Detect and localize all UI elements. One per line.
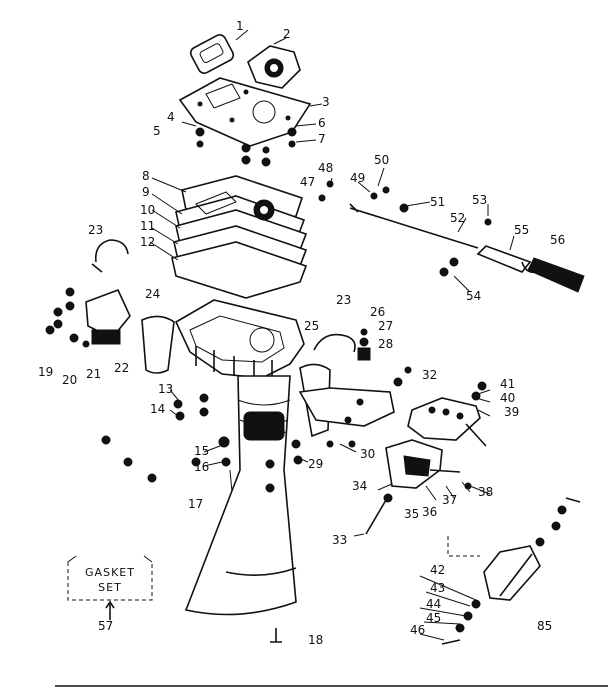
part-label: 44 xyxy=(426,597,441,611)
part-label: 41 xyxy=(500,377,515,391)
fastener-set-upper xyxy=(195,127,297,167)
part-label: 40 xyxy=(500,391,515,405)
part-label: 16 xyxy=(194,460,209,474)
gasket-set-box: GASKET SET xyxy=(67,555,153,620)
bracket-39 xyxy=(407,381,487,447)
part-label: 51 xyxy=(430,195,445,209)
part-label: 8 xyxy=(142,169,150,183)
part-label: 18 xyxy=(308,633,323,647)
part-label: 55 xyxy=(514,223,529,237)
cylinder-seal-24 xyxy=(141,315,175,374)
screw-top-right xyxy=(565,497,581,503)
part-label: 9 xyxy=(142,185,150,199)
leader-lines xyxy=(105,29,515,641)
part-label: 24 xyxy=(145,287,160,301)
part-label: 13 xyxy=(158,382,173,396)
gasket-set-line1: GASKET xyxy=(85,566,135,579)
part-label: 6 xyxy=(318,116,326,130)
part-label: 3 xyxy=(322,95,330,109)
part-label: 5 xyxy=(153,124,161,138)
clamp-left xyxy=(91,239,129,273)
part-label: 36 xyxy=(422,505,437,519)
bracket-29 xyxy=(298,363,395,448)
part-label: 1 xyxy=(236,19,244,33)
part-label: 45 xyxy=(426,611,441,625)
part-label: 29 xyxy=(308,457,323,471)
clamp-right-25 xyxy=(313,333,356,353)
part-label: 47 xyxy=(300,175,315,189)
bracket-group-left xyxy=(45,287,131,348)
part-label: 42 xyxy=(430,563,445,577)
fasteners-13-16 xyxy=(101,393,303,483)
part-label: 28 xyxy=(378,337,393,351)
part-label: 39 xyxy=(504,405,519,419)
fitting-26-28 xyxy=(357,328,371,361)
part-label: 48 xyxy=(318,161,333,175)
part-label: 34 xyxy=(352,479,367,493)
part-label: 53 xyxy=(472,193,487,207)
part-label: 50 xyxy=(374,153,389,167)
part-label: 27 xyxy=(378,319,393,333)
part-label: 35 xyxy=(404,507,419,521)
part-label: 25 xyxy=(304,319,319,333)
part-label: 32 xyxy=(422,368,437,382)
part-label: 56 xyxy=(550,233,565,247)
part-label: 49 xyxy=(350,171,365,185)
exhaust-tube xyxy=(184,375,297,616)
part-label: 33 xyxy=(332,533,347,547)
plate-stack xyxy=(171,175,308,299)
part-label: 54 xyxy=(466,289,481,303)
cover-plate-2 xyxy=(247,45,301,89)
part-label: 57 xyxy=(98,619,113,633)
shift-rod xyxy=(318,180,585,293)
part-label: 17 xyxy=(188,497,203,511)
part-label: 23 xyxy=(336,293,351,307)
cover-plate-1 xyxy=(189,34,235,74)
part-label: 2 xyxy=(283,27,291,41)
bracket-42-46 xyxy=(441,505,567,645)
part-label: 10 xyxy=(140,203,155,217)
part-label: 37 xyxy=(442,493,457,507)
part-label: 23 xyxy=(88,223,103,237)
drain-plug-18 xyxy=(270,628,282,643)
part-label: 14 xyxy=(150,402,165,416)
bracket-34-38 xyxy=(385,439,472,490)
part-label: 20 xyxy=(62,373,77,387)
part-label: 4 xyxy=(167,110,175,124)
part-label: 43 xyxy=(430,581,445,595)
part-label: 21 xyxy=(86,367,101,381)
part-label: 11 xyxy=(140,219,155,233)
part-label: 7 xyxy=(318,132,326,146)
part-label: 15 xyxy=(194,444,209,458)
part-label: 19 xyxy=(38,365,53,379)
adapter-housing xyxy=(174,299,305,379)
part-label: 38 xyxy=(478,485,493,499)
part-label: 26 xyxy=(370,305,385,319)
part-label: 30 xyxy=(360,447,375,461)
fastener-32 xyxy=(393,366,412,387)
part-label: 52 xyxy=(450,211,465,225)
part-label: 12 xyxy=(140,235,155,249)
bolt-33 xyxy=(365,493,393,535)
part-label: 46 xyxy=(410,623,425,637)
gasket-set-line2: SET xyxy=(98,581,122,594)
part-label: 22 xyxy=(114,361,129,375)
page-code: 85 xyxy=(537,619,552,633)
